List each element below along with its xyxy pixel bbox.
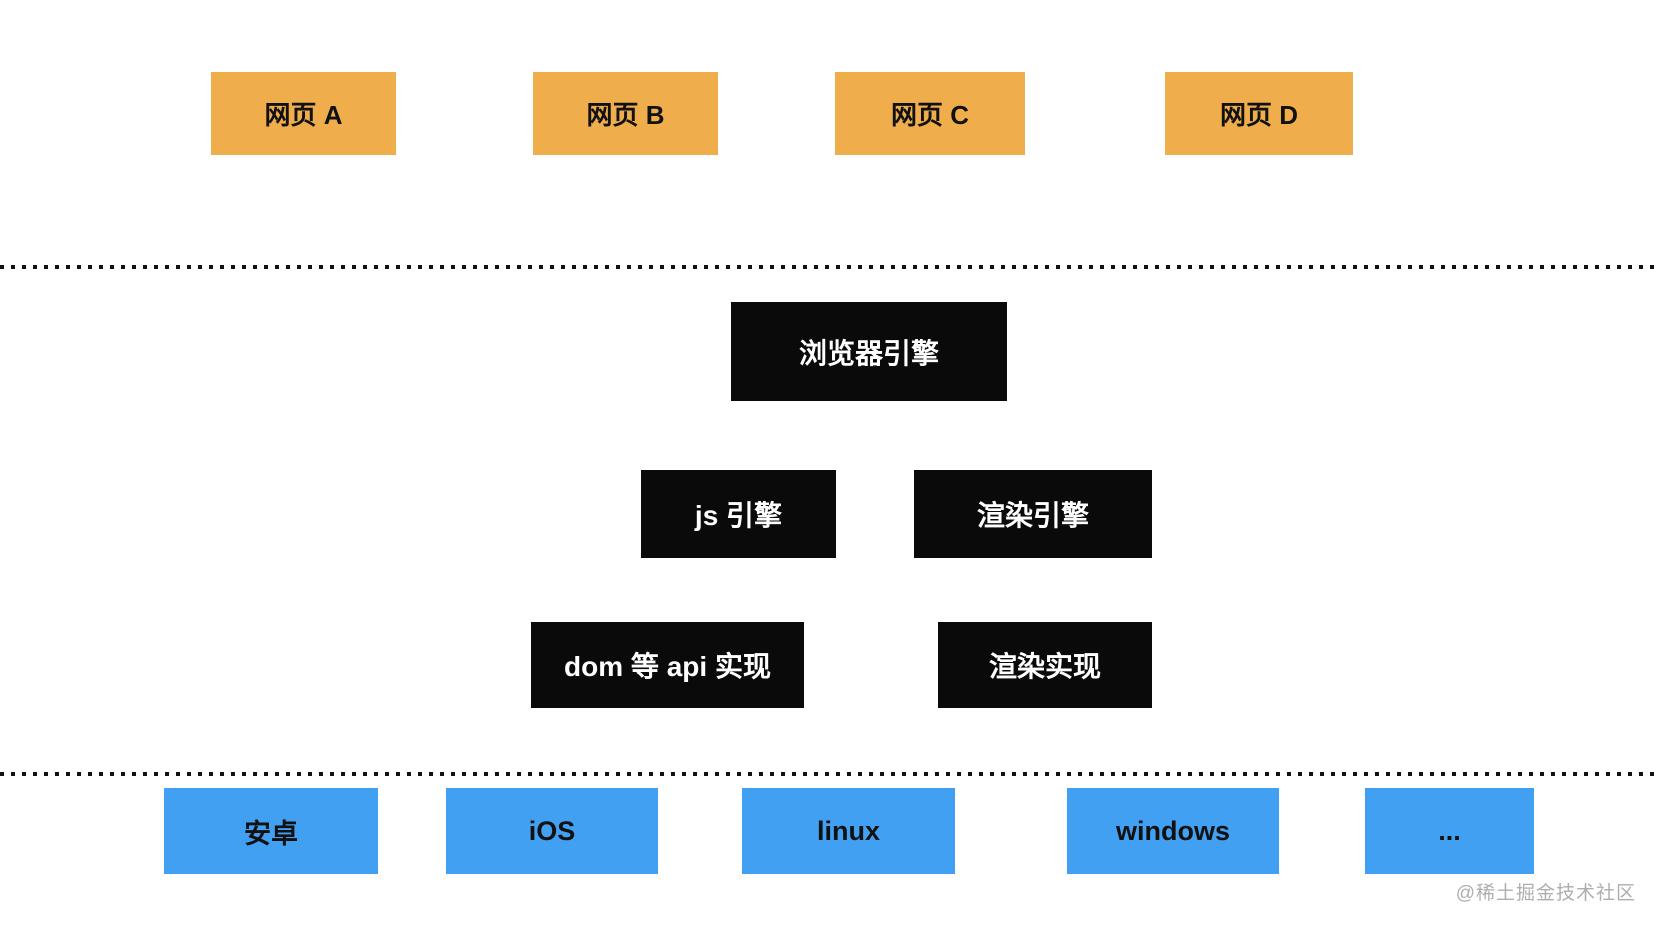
- dom-api-implementation-box: dom 等 api 实现: [531, 622, 804, 708]
- browser-engine-box: 浏览器引擎: [731, 302, 1007, 401]
- js-engine-box: js 引擎: [641, 470, 836, 558]
- dotted-divider-bottom: [0, 772, 1656, 776]
- webpage-d-box: 网页 D: [1165, 72, 1353, 155]
- dotted-divider-top: [0, 265, 1656, 269]
- webpage-c-box: 网页 C: [835, 72, 1025, 155]
- os-windows-box: windows: [1067, 788, 1279, 874]
- render-implementation-box: 渲染实现: [938, 622, 1152, 708]
- render-engine-box: 渲染引擎: [914, 470, 1152, 558]
- webpage-a-box: 网页 A: [211, 72, 396, 155]
- os-android-box: 安卓: [164, 788, 378, 874]
- juejin-watermark: @稀土掘金技术社区: [1455, 883, 1636, 904]
- webpage-b-box: 网页 B: [533, 72, 718, 155]
- os-ios-box: iOS: [446, 788, 658, 874]
- os-more-box: ...: [1365, 788, 1534, 874]
- os-linux-box: linux: [742, 788, 955, 874]
